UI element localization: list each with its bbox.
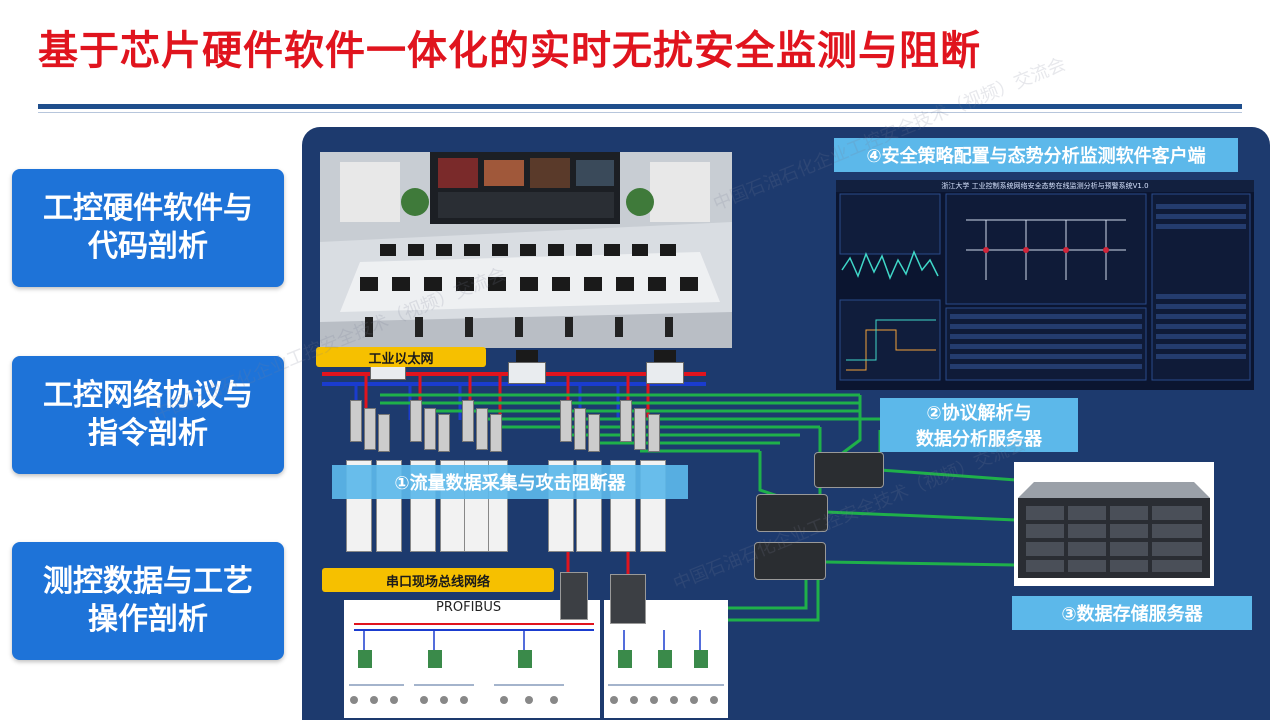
sidebar-item-label: 工控网络协议与 xyxy=(43,378,253,413)
profibus-field-area: PROFIBUS xyxy=(344,600,600,718)
sidebar-item-measurement-data[interactable]: 测控数据与工艺 操作剖析 xyxy=(12,542,284,660)
storage-server-image xyxy=(1014,462,1214,586)
monitor-icon xyxy=(516,350,538,362)
control-room-image xyxy=(320,152,732,348)
server-icon xyxy=(814,452,884,488)
collector-device-group xyxy=(620,400,660,452)
switch-icon xyxy=(508,362,546,384)
client-software-label: ④安全策略配置与态势分析监测软件客户端 xyxy=(834,138,1238,172)
protocol-server-label: ②协议解析与 数据分析服务器 xyxy=(880,398,1078,452)
gateway-icon xyxy=(560,572,588,620)
red-drops xyxy=(364,374,650,420)
collector-label: ①流量数据采集与攻击阻断器 xyxy=(332,465,688,499)
sidebar-item-label: 工控硬件软件与 xyxy=(43,191,253,226)
switch-icon xyxy=(646,362,684,384)
fieldbus-label: 串口现场总线网络 xyxy=(322,568,554,592)
screen-title: 浙江大学 工业控制系统网络安全态势在线监测分析与预警系统V1.0 xyxy=(836,180,1254,192)
title-divider-thin xyxy=(38,112,1242,113)
ethernet-label: 工业以太网 xyxy=(316,347,486,367)
sidebar-item-label: 测控数据与工艺 xyxy=(43,564,253,599)
server-icon xyxy=(754,542,826,580)
title-divider xyxy=(38,104,1242,109)
collector-device-group xyxy=(462,400,502,452)
sidebar-item-label: 操作剖析 xyxy=(88,602,208,637)
sidebar-item-label: 指令剖析 xyxy=(88,416,208,451)
monitoring-client-screen: 浙江大学 工业控制系统网络安全态势在线监测分析与预警系统V1.0 xyxy=(836,180,1254,390)
collector-device-group xyxy=(410,400,450,452)
collector-device-group xyxy=(350,400,390,452)
server-icon xyxy=(756,494,828,532)
collector-device-group xyxy=(560,400,600,452)
page-title: 基于芯片硬件软件一体化的实时无扰安全监测与阻断 xyxy=(38,28,981,74)
sidebar-item-network-protocol[interactable]: 工控网络协议与 指令剖析 xyxy=(12,356,284,474)
profibus-label: PROFIBUS xyxy=(436,600,502,615)
sidebar-item-hardware-software[interactable]: 工控硬件软件与 代码剖析 xyxy=(12,169,284,287)
monitor-icon xyxy=(654,350,676,362)
sidebar-item-label: 代码剖析 xyxy=(88,229,208,264)
storage-server-label: ③数据存储服务器 xyxy=(1012,596,1252,630)
gateway-icon xyxy=(610,574,646,624)
